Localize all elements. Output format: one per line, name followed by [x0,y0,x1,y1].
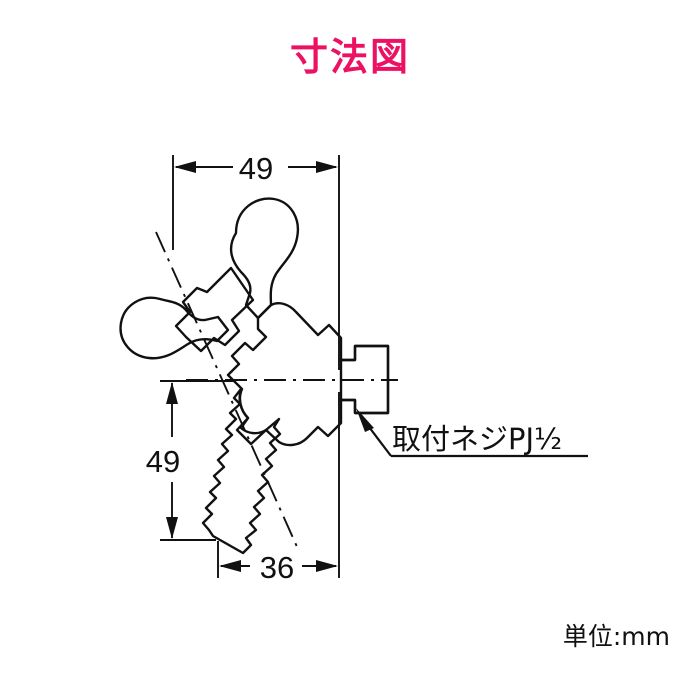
thread-note-label: 取付ネジPJ½ [392,422,562,456]
dimension-top-width: 49 [174,151,338,186]
arrowhead-left-up [166,382,178,404]
dimension-left-height: 49 [146,382,180,539]
extension-lines [160,155,340,578]
hose-nipple [201,387,282,555]
thread-note-group: 取付ネジPJ½ [356,408,588,458]
arrowhead-left-down [166,517,178,539]
threaded-shank [339,344,390,415]
dimension-bottom-width: 36 [219,550,338,585]
arrowhead-top-right [316,161,338,173]
bonnet-stem [174,266,255,353]
faucet-outline [119,197,390,555]
handle-lobe-lower-left [119,296,230,360]
leader-line-diagonal [365,422,392,457]
centerline-diagonal [155,231,299,550]
arrowhead-bottom-left [219,560,241,572]
centerlines [155,231,398,550]
dimension-value-left: 49 [146,444,180,479]
dimension-value-bottom: 36 [260,550,294,585]
handle-lobe-upper-right [229,197,300,320]
arrowhead-bottom-right [316,560,338,572]
dimension-value-top: 49 [239,151,273,186]
arrowhead-top-left [174,161,196,173]
page-title: 寸法図 [289,35,410,79]
unit-note: 単位:mm [563,622,670,651]
